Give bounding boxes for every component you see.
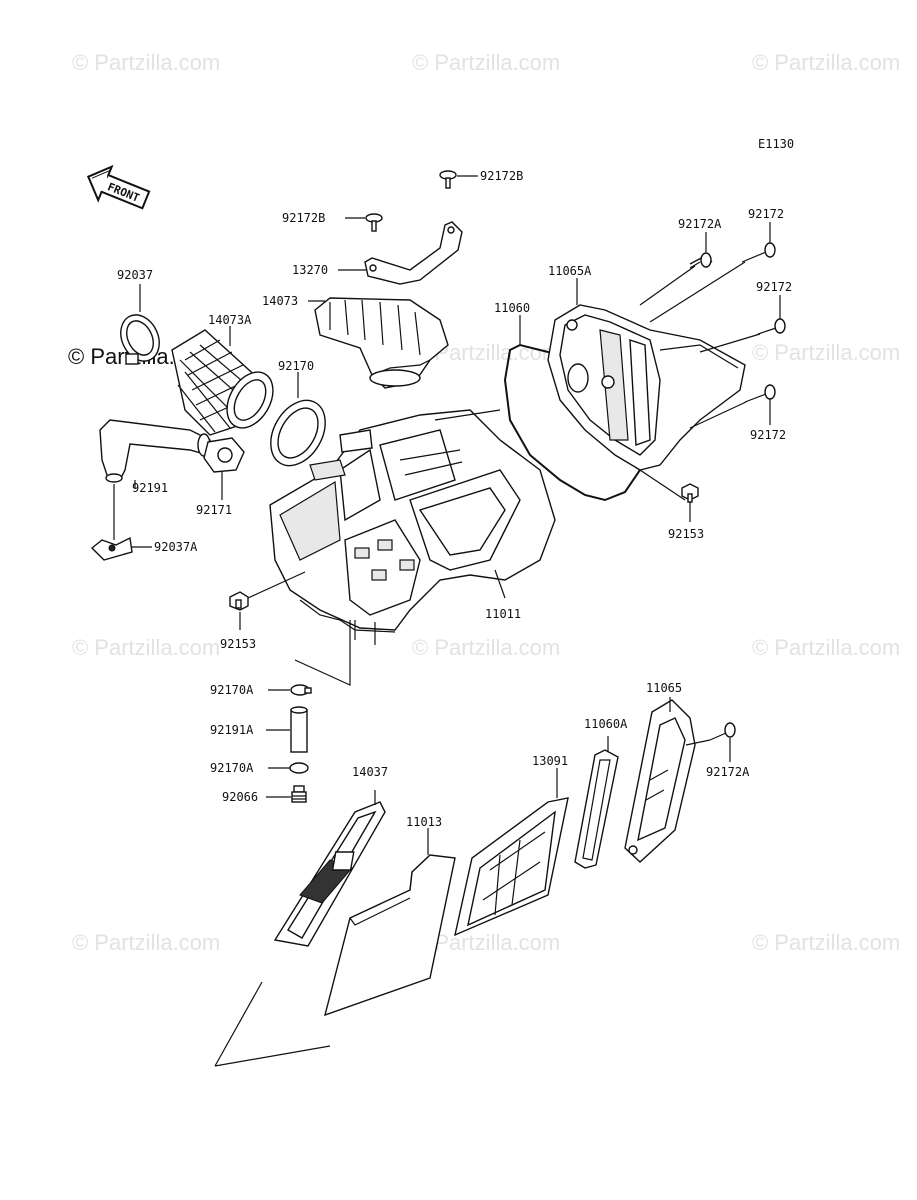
bolt-92153-left (229, 591, 249, 611)
label-92066: 92066 (222, 790, 258, 804)
label-11060: 11060 (494, 301, 530, 315)
label-92170: 92170 (278, 359, 314, 373)
watermark: © Partzilla.com (72, 930, 220, 955)
screw-92172B-top (439, 170, 457, 189)
label-92170A: 92170A (210, 761, 254, 775)
gasket-11060A (574, 749, 619, 869)
diagram-code: E1130 (758, 137, 794, 151)
filter-frame-13091 (331, 797, 569, 937)
label-14037: 14037 (352, 765, 388, 779)
screen-14073A (171, 329, 274, 436)
label-14073: 14073 (262, 294, 298, 308)
cover-11065A (547, 304, 746, 471)
label-92153: 92153 (220, 637, 256, 651)
label-11065: 11065 (646, 681, 682, 695)
bracket-13270 (364, 221, 463, 285)
watermark: © Partzilla.com (72, 50, 220, 75)
cover-11065 (624, 699, 696, 863)
label-92153: 92153 (668, 527, 704, 541)
label-92170A: 92170A (210, 683, 254, 697)
label-92037A: 92037A (154, 540, 198, 554)
label-11013: 11013 (406, 815, 442, 829)
label-11011: 11011 (485, 607, 521, 621)
bolt-92153-right (681, 483, 699, 503)
label-92172: 92172 (748, 207, 784, 221)
filter-foam-11013 (323, 854, 456, 1017)
hose-92191 (99, 419, 211, 483)
label-13091: 13091 (532, 754, 568, 768)
tube-92191A (290, 706, 308, 753)
watermark: © Partzilla.com (72, 635, 220, 660)
screw-92172A-top (689, 252, 713, 269)
watermark: © Partzilla.com (752, 930, 900, 955)
clip-92171 (203, 437, 245, 473)
band-92170 (270, 399, 326, 467)
filter-element-14037 (273, 801, 386, 947)
label-92172B: 92172B (480, 169, 523, 183)
clip-92037A (90, 536, 133, 561)
label-92191: 92191 (132, 481, 168, 495)
plug-92066 (291, 785, 307, 803)
label-92191A: 92191A (210, 723, 254, 737)
clamp-92037 (120, 314, 160, 365)
screw-92172A-bottom (709, 722, 736, 741)
watermark: © Partzilla.com (752, 50, 900, 75)
air-box-case-11011 (269, 409, 556, 645)
label-92037: 92037 (117, 268, 153, 282)
front-arrow-icon: FRONT (86, 164, 151, 210)
watermark: © Partzilla.com (752, 340, 900, 365)
clamp-92170A-a (290, 684, 312, 696)
label-92172A: 92172A (678, 217, 722, 231)
watermark: © Partzilla.com (412, 50, 560, 75)
screw-92172-c (744, 384, 776, 403)
label-92172: 92172 (750, 428, 786, 442)
label-92172A: 92172A (706, 765, 750, 779)
screw-92172-a (741, 242, 776, 263)
label-13270: 13270 (292, 263, 328, 277)
screw-92172-b (757, 318, 786, 335)
label-92171: 92171 (196, 503, 232, 517)
watermark: © Partzilla.com (412, 635, 560, 660)
label-92172B: 92172B (282, 211, 325, 225)
label-92172: 92172 (756, 280, 792, 294)
label-11060A: 11060A (584, 717, 628, 731)
label-14073A: 14073A (208, 313, 252, 327)
watermark: © Partzilla.com (752, 635, 900, 660)
label-11065A: 11065A (548, 264, 592, 278)
duct-14073 (314, 297, 449, 389)
clamp-92170A-b (289, 762, 309, 774)
screw-92172B-left (365, 213, 383, 232)
